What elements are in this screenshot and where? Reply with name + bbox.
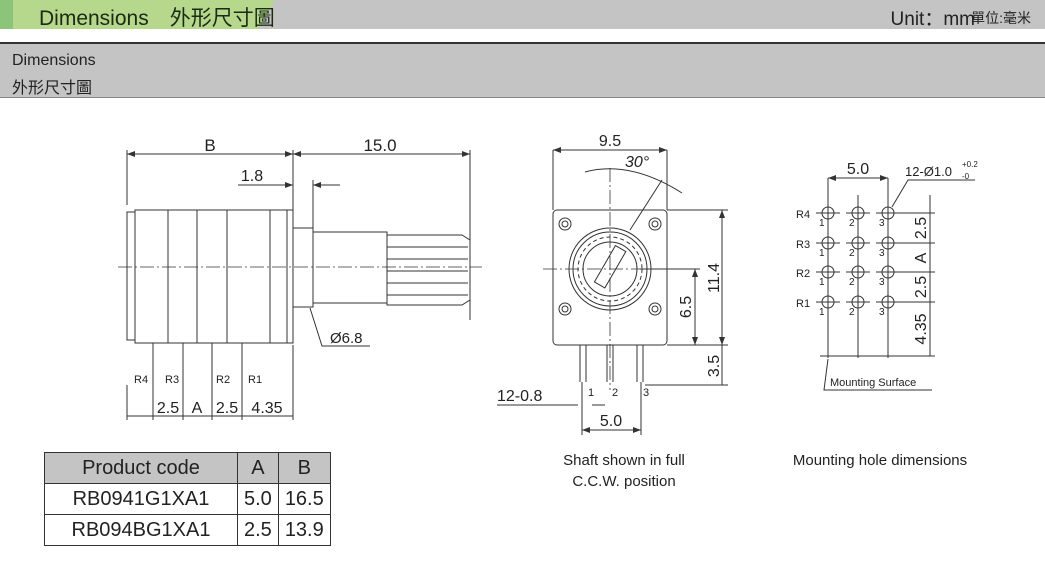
product-table: Product code A B RB0941G1XA1 5.0 16.5 RB… [44, 452, 331, 546]
hole-number: 3 [879, 218, 885, 229]
pin-number: 3 [643, 387, 649, 399]
hole-number: 3 [879, 307, 885, 318]
value-b: 16.5 [277, 483, 331, 515]
dim-width: 9.5 [599, 133, 621, 150]
row-label: R2 [796, 268, 810, 280]
header-a: A [237, 452, 279, 484]
dim-shaft-length: 15.0 [363, 136, 396, 155]
pin-number: 1 [588, 387, 594, 399]
pitch-dim: 2.5 [216, 400, 238, 417]
pitch-dim: A [192, 400, 203, 417]
hole-number: 3 [879, 277, 885, 288]
pin-label: R3 [165, 374, 179, 386]
front-view-caption: Shaft shown in full C.C.W. position [534, 452, 714, 490]
row-label: R4 [796, 209, 810, 221]
value-a: 5.0 [237, 483, 279, 515]
dim-diameter: Ø6.8 [330, 330, 363, 347]
pin-number: 2 [612, 387, 618, 399]
hole-number: 2 [849, 277, 855, 288]
product-code: RB094BG1XA1 [44, 514, 238, 546]
dim-angle: 30° [625, 154, 650, 171]
caption-line: C.C.W. position [572, 473, 676, 490]
pin-label: R2 [216, 374, 230, 386]
hole-view-caption: Mounting hole dimensions [792, 452, 968, 469]
unit-label-cn: 單位:毫米 [971, 10, 1031, 26]
header-bar: Dimensions 外形尺寸圖 Unit：mm 單位:毫米 [0, 0, 1045, 30]
section-title-cn: 外形尺寸圖 [12, 80, 93, 97]
table-row: RB094BG1XA1 2.5 13.9 [44, 514, 331, 546]
hole-number: 2 [849, 218, 855, 229]
hole-vdim: 2.5 [913, 276, 930, 298]
pitch-dim: 4.35 [251, 400, 282, 417]
section-title-en: Dimensions [12, 52, 96, 69]
table-row: RB0941G1XA1 5.0 16.5 [44, 483, 331, 515]
header-accent [0, 0, 275, 29]
value-b: 13.9 [277, 514, 331, 546]
header-product-code: Product code [44, 452, 238, 484]
hole-spec: 12-Ø1.0 [905, 164, 952, 179]
hole-number: 2 [849, 248, 855, 259]
hole-pitch: 5.0 [847, 161, 869, 178]
front-view: 9.5 30° 11.4 6.5 3.5 12-0.8 5.0 1 2 3 [497, 133, 728, 435]
row-label: R1 [796, 298, 810, 310]
dim-flange: 1.8 [241, 168, 263, 185]
dim-pin-length: 3.5 [706, 355, 723, 377]
pitch-dim: 2.5 [157, 400, 179, 417]
section-heading: Dimensions 外形尺寸圖 [0, 42, 1045, 98]
hole-vdim: A [913, 252, 930, 263]
header-b: B [277, 452, 331, 484]
dim-pin-pitch: 5.0 [600, 413, 622, 430]
dim-pin-width: 12-0.8 [497, 388, 542, 405]
unit-label: Unit：mm [890, 9, 975, 30]
dim-b: B [204, 136, 215, 155]
value-a: 2.5 [237, 514, 279, 546]
hole-vdim: 4.35 [913, 313, 930, 344]
dim-center: 6.5 [678, 296, 695, 318]
pin-label: R4 [134, 374, 148, 386]
hole-number: 2 [849, 307, 855, 318]
hole-tol-plus: +0.2 [962, 160, 978, 169]
hole-number: 1 [819, 307, 825, 318]
hole-vdim: 2.5 [913, 217, 930, 239]
caption-line: Shaft shown in full [563, 452, 685, 469]
hole-tol-minus: -0 [962, 172, 970, 181]
table-header-row: Product code A B [44, 452, 331, 484]
hole-view: 1 2 3 1 2 3 1 2 3 1 2 3 5.0 12-Ø1.0 +0.2 -0 R4 R3 R… [796, 160, 978, 391]
pin-label: R1 [248, 374, 262, 386]
hole-number: 1 [819, 218, 825, 229]
dim-height: 11.4 [706, 263, 723, 293]
hole-number: 1 [819, 277, 825, 288]
side-view: B 15.0 1.8 Ø6.8 R4 R3 R2 R1 2.5 A 2.5 4.… [118, 136, 482, 420]
header-strip [0, 0, 13, 29]
row-label: R3 [796, 239, 810, 251]
hole-number: 1 [819, 248, 825, 259]
mounting-surface-label: Mounting Surface [830, 377, 916, 389]
product-code: RB0941G1XA1 [44, 483, 238, 515]
header-title: Dimensions 外形尺寸圖 [39, 7, 275, 30]
hole-number: 3 [879, 248, 885, 259]
